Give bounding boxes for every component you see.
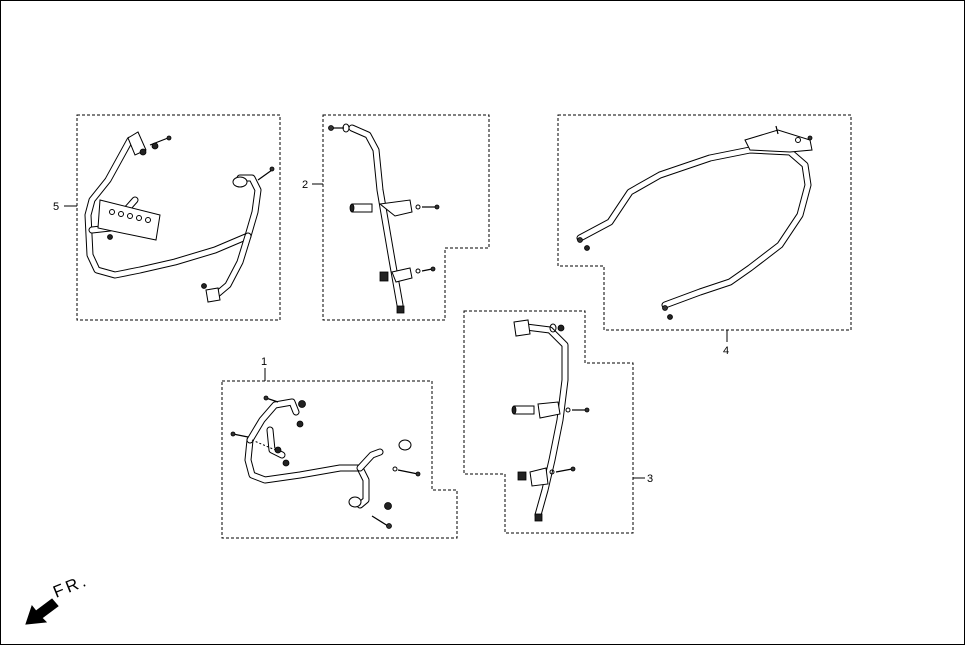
part-4-bolt-top-head — [807, 135, 813, 141]
part-5-nut-top[interactable] — [139, 148, 147, 156]
part-1-nut-top-b[interactable] — [296, 420, 304, 428]
part-4-nut-bottom[interactable] — [667, 314, 673, 320]
part-3-boundary-box — [463, 310, 634, 534]
part-4-bolt-upper[interactable] — [775, 125, 779, 135]
part-3-callout[interactable]: 3 — [647, 473, 653, 485]
part-2-bracket-upper[interactable] — [378, 199, 413, 217]
part-2-end-cap[interactable] — [396, 305, 405, 314]
part-4-callout[interactable]: 4 — [723, 345, 729, 357]
part-1-boundary-box — [221, 380, 458, 539]
part-1-bolt-bottom-head — [386, 523, 392, 529]
part-2-nut-lower[interactable] — [379, 271, 389, 282]
part-2-bushing-upper-end — [349, 203, 355, 213]
part-5-group: 5 — [53, 114, 281, 321]
front-direction-arrow-icon — [25, 598, 59, 625]
part-2-bracket-lower[interactable] — [391, 267, 413, 283]
part-2-washer-lower[interactable] — [415, 268, 421, 274]
part-3-top-bracket[interactable] — [513, 319, 531, 337]
part-3-end-cap[interactable] — [534, 513, 543, 522]
part-1-bolt-top-head — [263, 395, 269, 401]
part-4-top-bracket[interactable] — [744, 129, 813, 153]
part-4-group: 4 — [557, 114, 852, 357]
part-3-bolt-lower[interactable] — [555, 468, 573, 473]
part-1-frame-tube[interactable] — [244, 398, 384, 509]
part-3-group: 3 — [463, 310, 653, 534]
part-3-bolt-lower-head — [570, 466, 576, 472]
part-5-bolt-right-head — [269, 166, 275, 172]
part-1-bolt-right-head — [415, 471, 421, 477]
part-2-boundary-box — [322, 114, 490, 321]
part-1-bolt-left-head — [230, 431, 236, 437]
part-3-bracket-lower[interactable] — [529, 467, 549, 487]
part-4-bolt-bottom-head — [662, 305, 668, 311]
part-5-bushing-right[interactable] — [232, 176, 248, 188]
part-5-nut-bottom[interactable] — [201, 283, 207, 289]
part-3-bushing-upper[interactable] — [513, 405, 535, 415]
part-1-nut-mid-b[interactable] — [282, 459, 290, 467]
part-2-washer-upper[interactable] — [415, 204, 421, 210]
part-3-bracket-upper[interactable] — [537, 401, 561, 419]
part-1-washer-right[interactable] — [392, 466, 398, 472]
part-2-bolt-lower[interactable] — [421, 268, 433, 272]
part-4-frame-tube[interactable] — [576, 146, 812, 309]
part-2-washer-top[interactable] — [342, 123, 350, 133]
part-1-bolt-right[interactable] — [397, 469, 419, 475]
part-4-bolt-left-head — [577, 237, 583, 243]
part-5-boundary-box — [76, 114, 281, 321]
part-3-bushing-upper-end — [511, 405, 517, 415]
part-3-nut-lower[interactable] — [517, 471, 527, 481]
part-5-bolt-top-head — [166, 135, 172, 141]
part-2-callout[interactable]: 2 — [302, 179, 308, 191]
part-2-group: 2 — [302, 114, 490, 321]
part-1-nut-mid-a[interactable] — [274, 446, 282, 454]
part-5-washer-top[interactable] — [151, 142, 159, 150]
part-3-frame-tube[interactable] — [514, 322, 569, 519]
front-direction-label: FR. — [50, 570, 91, 601]
part-1-nut-top-a[interactable] — [298, 400, 306, 408]
part-5-plate-holes — [109, 209, 151, 223]
part-2-bolt-top-head — [328, 125, 334, 131]
part-1-bushing-right[interactable] — [398, 439, 412, 451]
part-1-nut-bottom[interactable] — [384, 502, 392, 510]
part-5-bottom-bracket[interactable] — [205, 287, 221, 303]
part-1-group: 1 — [221, 356, 458, 539]
part-2-bolt-upper-head — [434, 204, 440, 210]
part-1-bushing-bottom[interactable] — [348, 496, 362, 508]
part-4-washer-top[interactable] — [795, 137, 801, 143]
part-3-bolt-upper-head — [584, 407, 590, 413]
part-1-callout[interactable]: 1 — [261, 356, 267, 368]
part-5-callout[interactable]: 5 — [53, 201, 59, 213]
part-2-bolt-lower-head — [430, 266, 436, 272]
part-5-nut-left[interactable] — [107, 234, 113, 240]
part-2-bushing-upper[interactable] — [351, 203, 373, 213]
part-4-nut-left[interactable] — [584, 245, 590, 251]
part-3-washer-lower[interactable] — [549, 469, 555, 475]
part-3-washer-upper[interactable] — [565, 407, 571, 413]
part-1-bolt-left[interactable] — [232, 433, 249, 438]
part-2-frame-tube[interactable] — [348, 124, 404, 309]
part-3-nut-top[interactable] — [557, 324, 565, 332]
part-3-washer-top[interactable] — [549, 323, 557, 333]
part-5-bolt-right[interactable] — [257, 169, 273, 181]
part-1-bolt-bottom[interactable] — [371, 515, 389, 527]
part-4-boundary-box — [557, 114, 852, 331]
